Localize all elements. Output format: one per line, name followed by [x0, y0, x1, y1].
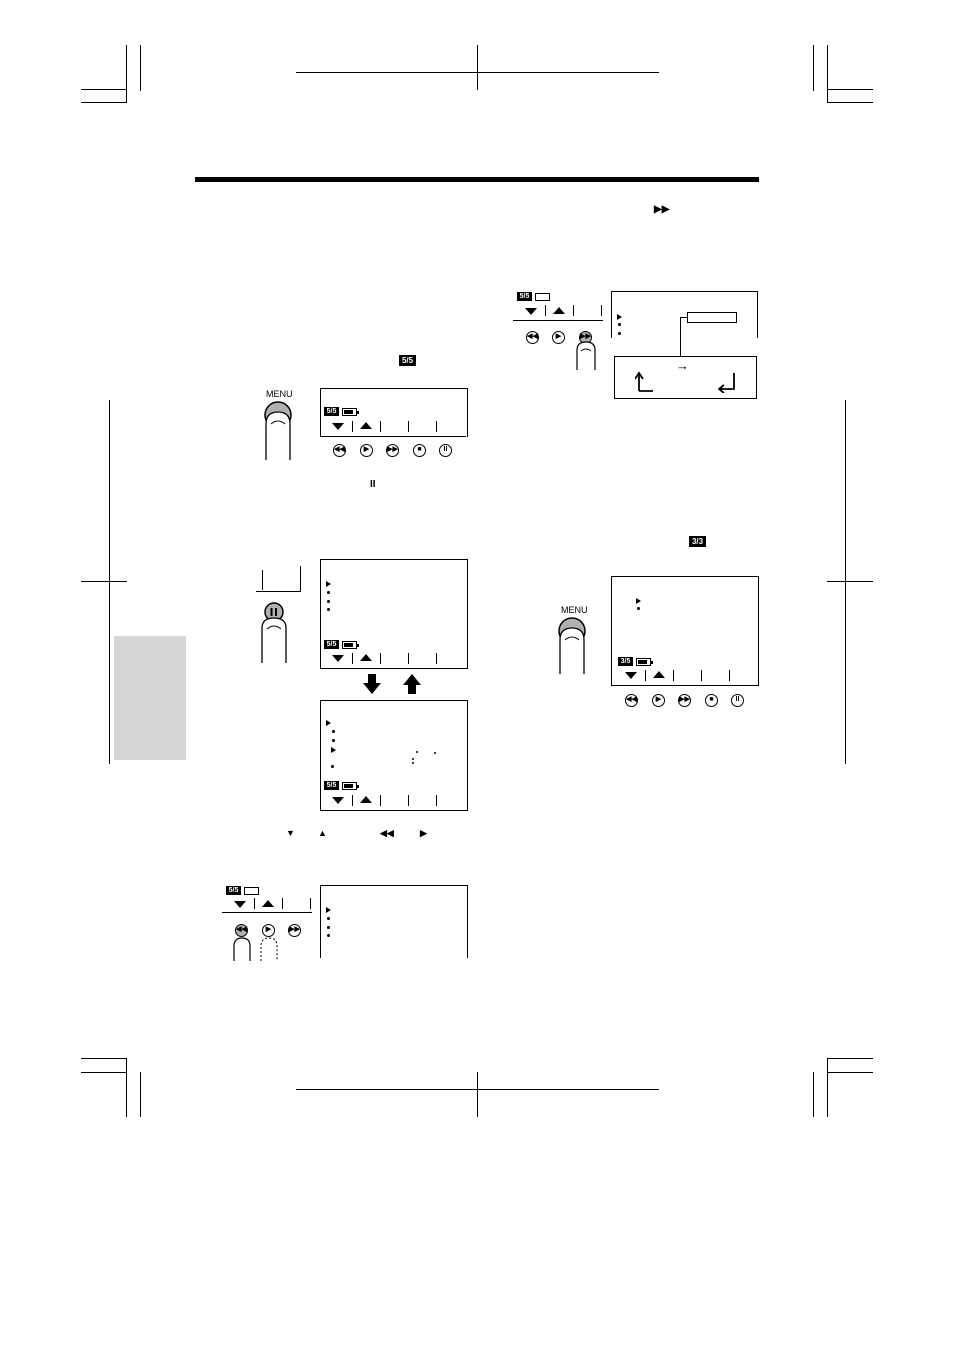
page-indicator: 5/5: [324, 407, 339, 416]
page-indicator: 5/5: [324, 781, 339, 790]
battery-icon: [636, 658, 653, 666]
highlight-box: [687, 312, 737, 323]
up-arrow-icon: [360, 654, 372, 661]
menu-label: MENU: [561, 605, 588, 615]
title-rule: [195, 177, 759, 182]
battery-icon: [342, 408, 359, 416]
play-button[interactable]: ▶: [652, 694, 665, 707]
lcd-screen: 5/5: [320, 388, 468, 437]
crop-mark: [477, 1072, 478, 1117]
battery-icon: [342, 782, 359, 790]
up-arrow-icon: [653, 671, 665, 678]
hand-pointer-icon: [264, 401, 292, 460]
down-control-glyph: ▼: [286, 828, 295, 838]
rewind-button[interactable]: ◀◀: [625, 694, 638, 707]
crop-mark: [827, 45, 828, 102]
rewind-button[interactable]: ◀◀: [526, 331, 539, 344]
crop-mark: [81, 1072, 127, 1073]
stop-button[interactable]: ■: [413, 444, 426, 457]
arrow-right-icon: →: [676, 358, 689, 373]
page-indicator: 3/5: [618, 657, 633, 666]
page-indicator: 5/5: [324, 640, 339, 649]
down-arrow-icon: [332, 423, 344, 430]
up-arrow-icon: [262, 900, 274, 907]
crop-mark: [827, 102, 873, 103]
lcd-menu-screen: 3/5: [611, 576, 759, 686]
fast-forward-button[interactable]: ▶▶: [288, 924, 301, 937]
crop-mark: [81, 89, 127, 90]
hand-pointer-icon: [576, 341, 596, 370]
crop-mark: [81, 581, 127, 582]
return-panel: →: [614, 356, 757, 399]
play-control-glyph: ▶: [420, 828, 427, 838]
pause-button[interactable]: II: [731, 694, 744, 707]
lcd-menu-screen: 5/5: [320, 700, 468, 811]
stop-button[interactable]: ■: [705, 694, 718, 707]
down-arrow-icon: [332, 797, 344, 804]
ff-symbol: ▶▶: [654, 204, 670, 215]
rewind-button[interactable]: ◀◀: [235, 924, 248, 937]
corner-return-icon: [718, 373, 735, 393]
crop-mark: [827, 581, 873, 582]
crop-mark: [813, 45, 814, 91]
up-arrow-icon: [360, 422, 372, 429]
fast-forward-button[interactable]: ▶▶: [386, 444, 399, 457]
mini-lcd: 5/5: [513, 290, 603, 320]
crop-mark: [845, 400, 846, 764]
crop-mark: [126, 45, 127, 102]
play-button[interactable]: ▶: [360, 444, 373, 457]
page-indicator: 5/5: [517, 292, 532, 301]
play-button[interactable]: ▶: [262, 924, 275, 937]
lcd-menu-screen: 5/5: [320, 559, 468, 669]
rewind-button[interactable]: ◀◀: [333, 444, 346, 457]
battery-icon: [342, 641, 359, 649]
section-tab: [114, 636, 186, 760]
crop-mark: [140, 1072, 141, 1117]
down-arrow-icon: [525, 308, 537, 315]
mini-lcd: 5/5: [222, 884, 312, 912]
pause-button[interactable]: II: [439, 444, 452, 457]
menu-label: MENU: [266, 389, 293, 399]
up-arrow-icon: [403, 674, 421, 694]
crop-mark: [109, 400, 110, 764]
pause-symbol: II: [370, 479, 376, 490]
page-icon-inline: 5/5: [399, 355, 416, 366]
crop-mark: [827, 1058, 828, 1117]
down-arrow-icon: [332, 655, 344, 662]
crop-mark: [81, 102, 127, 103]
play-button[interactable]: ▶: [552, 331, 565, 344]
fast-forward-button[interactable]: ▶▶: [678, 694, 691, 707]
hand-pointer-icon: [233, 937, 278, 961]
crop-mark: [81, 1058, 127, 1059]
crop-mark: [813, 1072, 814, 1117]
lcd-menu-partial: [320, 885, 468, 958]
crop-mark: [827, 1072, 873, 1073]
battery-icon: [535, 293, 550, 301]
battery-icon: [244, 887, 259, 895]
up-arrow-icon: [553, 307, 565, 314]
rewind-control-glyph: ◀◀: [380, 828, 394, 838]
up-control-glyph: ▲: [318, 828, 327, 838]
crop-mark: [477, 45, 478, 90]
crop-mark: [827, 1058, 873, 1059]
lcd-menu-partial: [611, 291, 758, 338]
crop-mark: [827, 89, 873, 90]
down-arrow-icon: [625, 672, 637, 679]
page-icon-inline: 3/3: [689, 536, 706, 547]
up-arrow-icon: [360, 796, 372, 803]
crop-mark: [126, 1058, 127, 1117]
page-indicator: 5/5: [226, 886, 241, 895]
corner-up-icon: [635, 371, 653, 392]
hand-pointer-icon: [261, 602, 287, 663]
hand-pointer-icon: [558, 617, 586, 674]
down-arrow-icon: [234, 901, 246, 908]
crop-mark: [140, 45, 141, 91]
down-arrow-icon: [363, 674, 381, 694]
